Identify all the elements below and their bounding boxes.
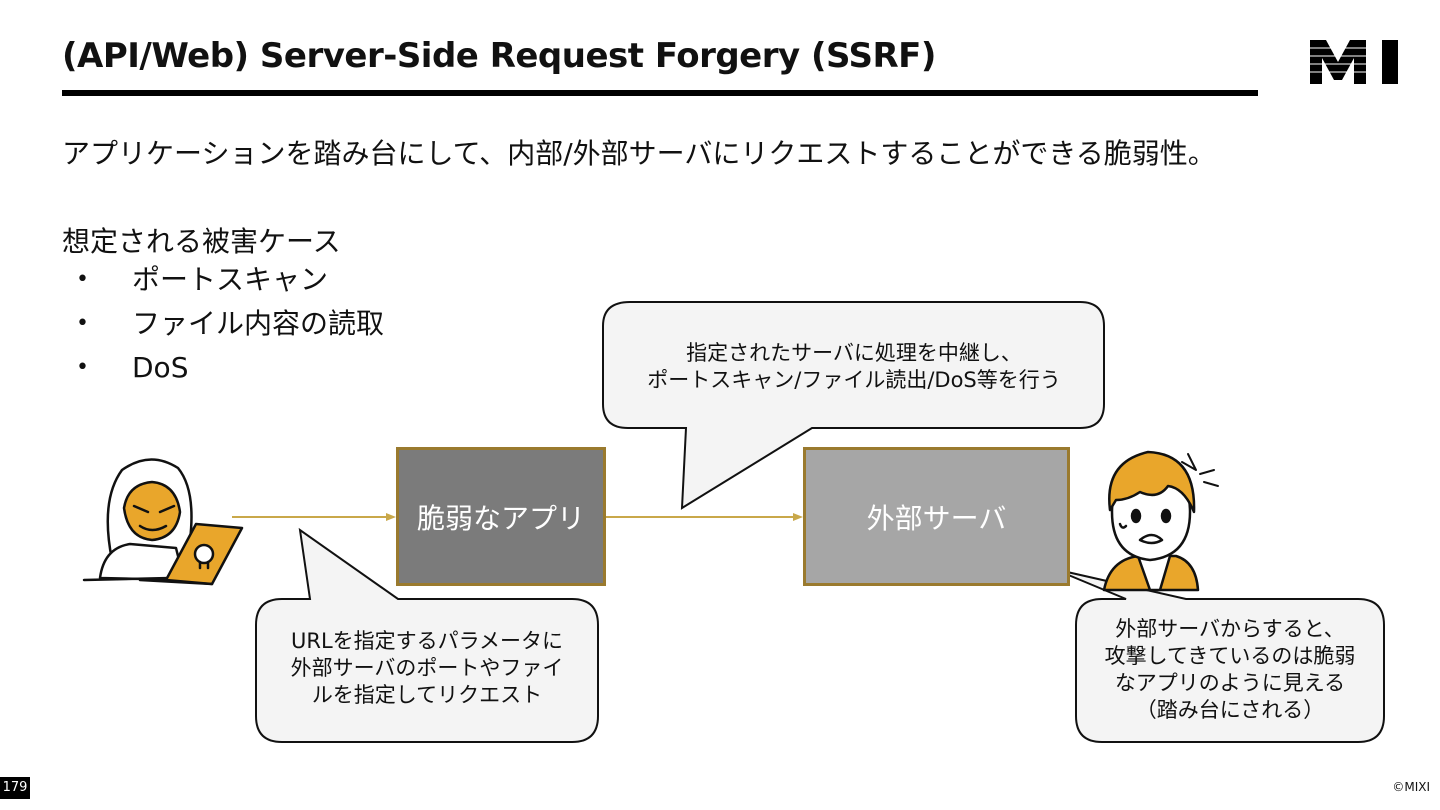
external-server-label: 外部サーバ xyxy=(866,501,1007,535)
callout-line: なアプリのように見える xyxy=(1114,671,1346,695)
callout-top-text: 指定されたサーバに処理を中継し、 ポートスキャン/ファイル読出/DoS等を行う xyxy=(610,340,1098,394)
callout-line: 攻撃してきているのは脆弱 xyxy=(1104,644,1356,668)
callout-line: URLを指定するパラメータに xyxy=(290,629,564,653)
slide-title: (API/Web) Server-Side Request Forgery (S… xyxy=(62,36,936,76)
callout-line: （踏み台にされる） xyxy=(1135,698,1325,722)
case-label: ファイル内容の読取 xyxy=(132,307,385,340)
callout-bubble-right xyxy=(1053,568,1385,743)
callout-bubble-top xyxy=(602,301,1105,510)
bullet: • xyxy=(76,355,89,380)
callout-line: 外部サーバのポートやファイ xyxy=(290,656,564,680)
page-number: 179 xyxy=(0,777,30,799)
external-server-box: 外部サーバ xyxy=(803,447,1070,586)
worried-person-illustration xyxy=(1102,450,1219,592)
copyright: ©MIXI xyxy=(1392,780,1430,794)
case-item-port-scan: • ポートスキャン xyxy=(62,260,384,304)
bullet: • xyxy=(76,311,89,336)
bullet: • xyxy=(76,267,89,292)
callout-line: 指定されたサーバに処理を中継し、 xyxy=(686,341,1022,365)
hacker-illustration xyxy=(82,458,244,586)
callout-line: ポートスキャン/ファイル読出/DoS等を行う xyxy=(647,368,1061,392)
case-item-dos: • DoS xyxy=(62,348,384,392)
callout-line: ルを指定してリクエスト xyxy=(311,683,543,707)
callout-left-text: URLを指定するパラメータに 外部サーバのポートやファイ ルを指定してリクエスト xyxy=(262,628,592,709)
mixi-logo xyxy=(1310,40,1398,84)
case-item-file-read: • ファイル内容の読取 xyxy=(62,304,384,348)
vulnerable-app-box: 脆弱なアプリ xyxy=(396,447,606,586)
case-list: • ポートスキャン • ファイル内容の読取 • DoS xyxy=(62,260,384,392)
case-label: ポートスキャン xyxy=(132,263,329,296)
case-label: DoS xyxy=(132,351,189,384)
arrow-app-to-server xyxy=(606,513,803,521)
title-underline xyxy=(62,90,1258,96)
callout-line: 外部サーバからすると、 xyxy=(1115,617,1345,641)
callout-right-text: 外部サーバからすると、 攻撃してきているのは脆弱 なアプリのように見える （踏み… xyxy=(1082,616,1378,724)
vulnerable-app-label: 脆弱なアプリ xyxy=(416,501,585,535)
slide-description: アプリケーションを踏み台にして、内部/外部サーバにリクエストすることができる脆弱… xyxy=(62,137,1216,170)
cases-heading: 想定される被害ケース xyxy=(62,225,341,258)
callout-bubble-left xyxy=(255,527,599,743)
arrow-attacker-to-app xyxy=(232,513,396,521)
